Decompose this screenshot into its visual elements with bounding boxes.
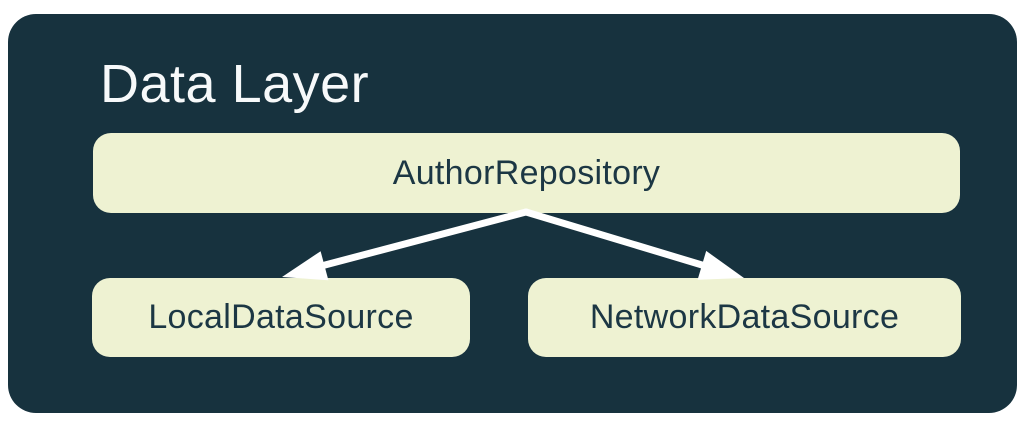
node-local-data-source: LocalDataSource — [92, 278, 470, 357]
node-author-repository: AuthorRepository — [93, 133, 960, 213]
group-title: Data Layer — [100, 54, 370, 114]
node-network-data-source: NetworkDataSource — [528, 278, 961, 357]
